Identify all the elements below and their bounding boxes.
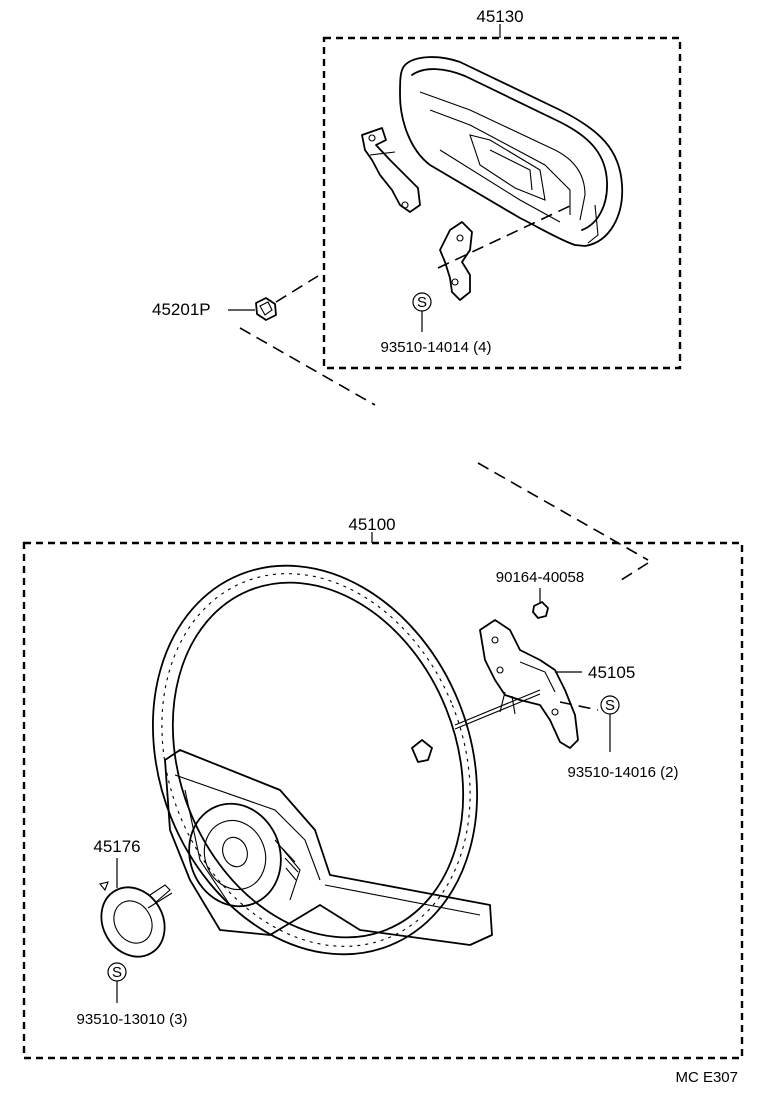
- pad-screw-symbol-letter: S: [417, 294, 427, 311]
- nut-drawing: [255, 297, 277, 321]
- wheel-part-number: 45100: [348, 515, 395, 534]
- bracket-part-number: 45105: [588, 663, 635, 682]
- hub-dash-return: [617, 562, 649, 583]
- plate-part-number: 45176: [93, 837, 140, 856]
- nut-part-number: 45201P: [152, 300, 211, 319]
- diagram-code: MC E307: [675, 1069, 738, 1086]
- steering-wheel-drawing: [152, 564, 541, 956]
- plate-screw-symbol-letter: S: [112, 964, 122, 981]
- bracket-screw-symbol-letter: S: [605, 697, 615, 714]
- horn-pad-drawing: [399, 56, 624, 247]
- pad-assembly-box: [322, 36, 682, 370]
- bolt-drawing: [532, 601, 549, 619]
- nut-dash-down: [239, 327, 376, 406]
- horn-bracket-drawing: [479, 619, 579, 749]
- wheel-assembly-box: [22, 541, 744, 1060]
- pad-fixing-line: [437, 204, 573, 269]
- bracket-screw-dash: [559, 701, 599, 711]
- bracket-screw-label: 93510-14016 (2): [568, 764, 679, 781]
- plate-screw-label: 93510-13010 (3): [77, 1011, 188, 1028]
- pad-screw-label: 93510-14014 (4): [381, 339, 492, 356]
- nut-dash-up: [275, 275, 319, 303]
- pad-upper-bracket: [361, 127, 421, 213]
- bolt-part-number: 90164-40058: [496, 569, 584, 586]
- hub-dash-line: [477, 462, 649, 561]
- pad-lower-bracket: [439, 221, 473, 301]
- pad-part-number: 45130: [476, 7, 523, 26]
- plate-drawing: [99, 881, 173, 958]
